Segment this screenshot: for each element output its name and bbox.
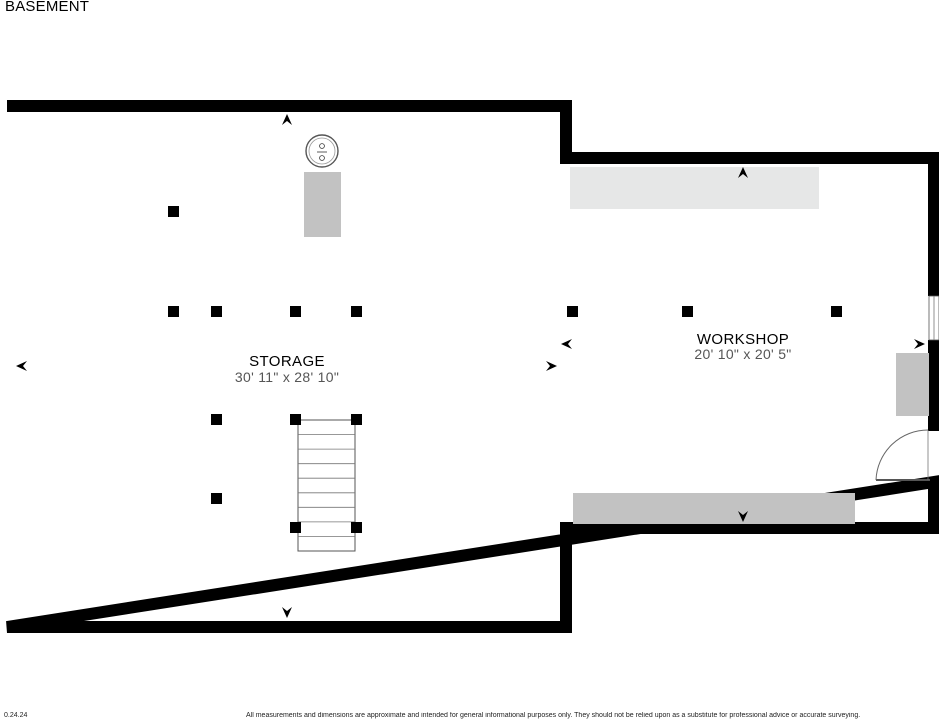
direction-arrow-icon [546, 361, 557, 371]
version-label: 0.24.24 [4, 712, 28, 719]
workbench-top [570, 167, 819, 209]
support-column-icon [567, 306, 578, 317]
room-dimensions-workshop: 20' 10" x 20' 5" [694, 346, 791, 362]
support-column-icon [168, 206, 179, 217]
support-column-icon [682, 306, 693, 317]
direction-arrow-icon [738, 511, 748, 522]
direction-arrow-icon [282, 114, 292, 125]
room-name-storage: STORAGE [249, 353, 325, 370]
workbench-bottom [573, 493, 855, 524]
support-column-icon [831, 306, 842, 317]
support-column-icon [211, 306, 222, 317]
room-dimensions-storage: 30' 11" x 28' 10" [235, 369, 339, 385]
support-column-icon [211, 493, 222, 504]
support-column-icon [290, 306, 301, 317]
direction-arrow-icon [282, 607, 292, 618]
water-heater-stand [304, 172, 341, 237]
cabinet-right [896, 353, 929, 416]
exterior-walls [6, 100, 939, 633]
support-column-icon [211, 414, 222, 425]
window [928, 295, 939, 341]
direction-arrow-icon [914, 339, 925, 349]
direction-arrow-icon [738, 167, 748, 178]
stairs [297, 419, 356, 552]
door [875, 429, 930, 481]
support-column-icon [290, 414, 301, 425]
disclaimer-text: All measurements and dimensions are appr… [246, 712, 861, 719]
direction-arrow-icon [561, 339, 572, 349]
electric-meter-icon [305, 134, 339, 168]
floor-title: BASEMENT [5, 0, 90, 15]
support-column-icon [351, 306, 362, 317]
support-column-icon [168, 306, 179, 317]
direction-arrow-icon [16, 361, 27, 371]
room-name-workshop: WORKSHOP [697, 331, 789, 348]
support-column-icon [351, 414, 362, 425]
support-column-icon [351, 522, 362, 533]
support-column-icon [290, 522, 301, 533]
